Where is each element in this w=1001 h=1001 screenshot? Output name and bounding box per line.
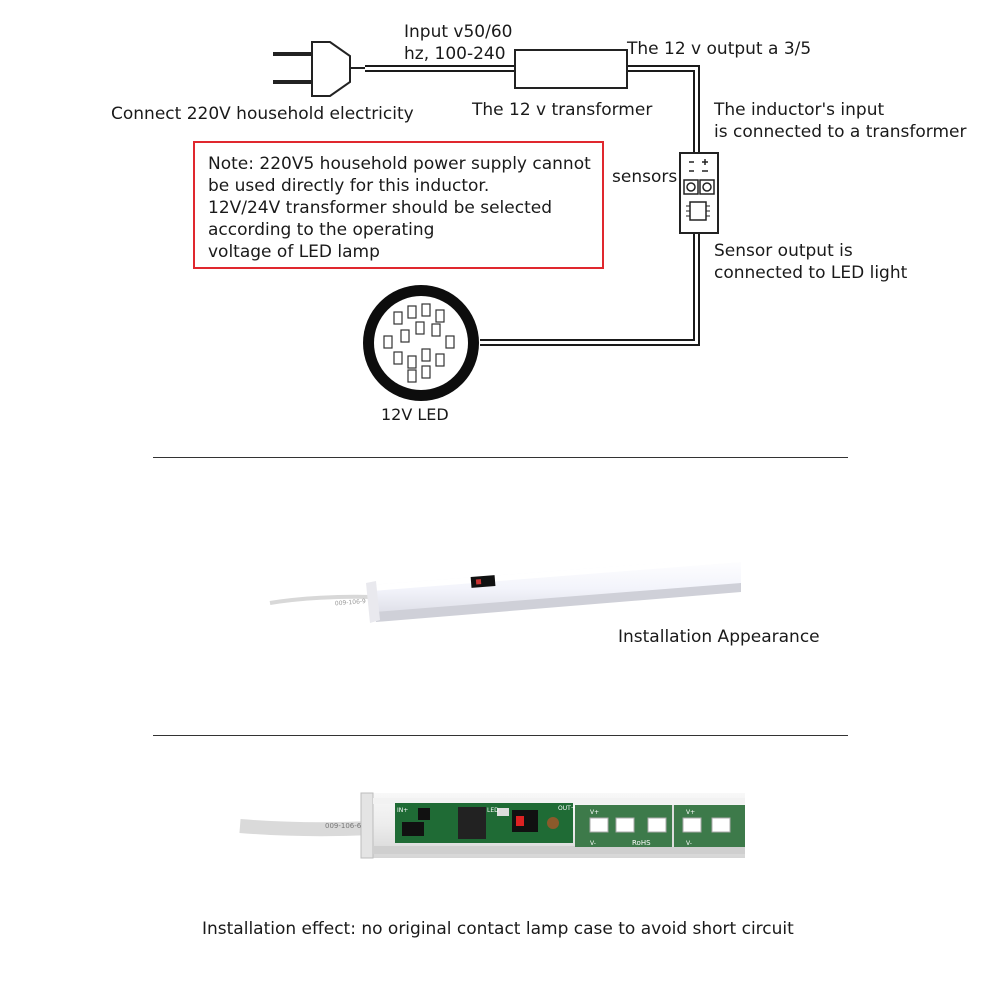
led-chip	[435, 309, 445, 323]
transformer-box	[514, 49, 628, 89]
photo-installation-appearance: 009-106-9	[269, 557, 741, 623]
led-chip	[421, 303, 431, 317]
note-line: Note: 220V5 household power supply canno…	[208, 154, 591, 174]
led-chip	[431, 323, 441, 337]
pcb-label-led: LED	[487, 807, 499, 814]
pcb-left-text: 009-106-6	[325, 822, 362, 830]
led-label: 12V LED	[381, 405, 449, 424]
inductor-label-line1: The inductor's input	[714, 100, 885, 120]
plug-icon	[273, 41, 365, 97]
led-chip	[421, 365, 431, 379]
note-box: Note: 220V5 household power supply canno…	[193, 141, 604, 269]
pcb-label-out: OUT+	[558, 805, 576, 812]
wire-transformer-to-sensor	[626, 65, 700, 157]
household-label: Connect 220V household electricity	[111, 104, 414, 124]
wire-sensor-to-led	[480, 232, 700, 346]
sensor-output-line2: connected to LED light	[714, 263, 908, 283]
transformer-label: The 12 v transformer	[472, 100, 653, 120]
led-chip	[400, 329, 410, 343]
output-label: The 12 v output a 3/5	[627, 39, 812, 59]
led-chip	[393, 311, 403, 325]
caption-installation-appearance: Installation Appearance	[618, 627, 820, 647]
input-label-line2: hz, 100-240	[404, 44, 506, 64]
photo-installation-effect: IN+ LED OUT+ 009-106-6 V+ V- V+ V- RoHS	[239, 792, 745, 859]
pcb-label-in: IN+	[397, 807, 408, 814]
led-chip	[421, 348, 431, 362]
note-line: 12V/24V transformer should be selected	[208, 198, 552, 218]
led-lamp-icon	[363, 285, 479, 401]
section-divider	[153, 735, 848, 736]
led-chip	[383, 335, 393, 349]
wire-plug-to-transformer	[365, 65, 516, 72]
led-chip	[393, 351, 403, 365]
note-line: according to the operating	[208, 220, 435, 240]
led-chip	[415, 321, 425, 335]
caption-installation-effect: Installation effect: no original contact…	[202, 919, 794, 939]
strip-v-minus-2: V-	[686, 840, 692, 847]
photo1-print-text: 009-106-9	[335, 598, 367, 607]
led-chip	[445, 335, 455, 349]
sensors-label: sensors	[612, 167, 678, 187]
note-line: voltage of LED lamp	[208, 242, 380, 262]
sensor-module	[679, 152, 719, 234]
strip-v-plus-2: V+	[686, 809, 695, 816]
led-chip	[407, 369, 417, 383]
inductor-label-line2: is connected to a transformer	[714, 122, 967, 142]
strip-v-minus: V-	[590, 840, 596, 847]
led-chip	[435, 353, 445, 367]
input-label-line1: Input v50/60	[404, 22, 513, 42]
led-chip	[407, 355, 417, 369]
note-line: be used directly for this inductor.	[208, 176, 490, 196]
section-divider	[153, 457, 848, 458]
led-chip-group	[383, 303, 455, 383]
strip-v-plus: V+	[590, 809, 599, 816]
rohs-mark: RoHS	[632, 839, 651, 847]
sensor-output-line1: Sensor output is	[714, 241, 853, 261]
led-chip	[407, 305, 417, 319]
